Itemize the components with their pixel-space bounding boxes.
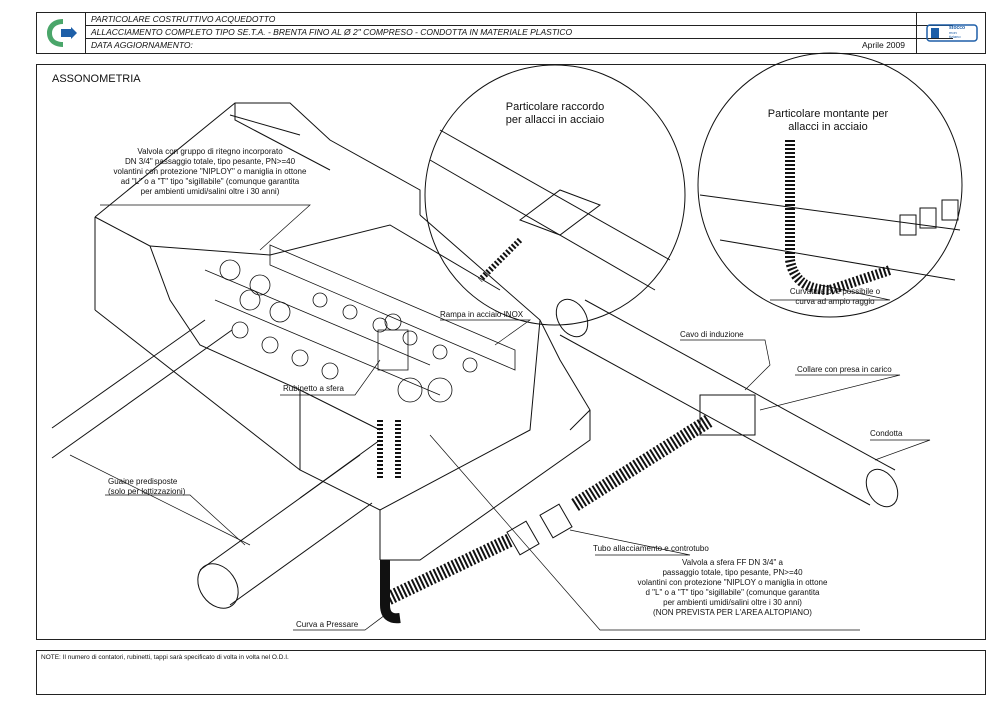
valvola-bottom-line-5: per ambienti umidi/salini oltre i 30 ann… [663, 598, 802, 607]
header-line-3: DATA AGGIORNAMENTO: Aprile 2009 [85, 39, 953, 53]
valvola-top-line-5: per ambienti umidi/salini oltre i 30 ann… [140, 187, 280, 196]
curvatura-note: Curvatura ove possibile o curva ad ampio… [770, 287, 900, 307]
notes-box: NOTE: Il numero di contatori, rubinetti,… [36, 650, 986, 695]
header-line-1: PARTICOLARE COSTRUTTIVO ACQUEDOTTO [85, 13, 953, 26]
notes-text: NOTE: Il numero di contatori, rubinetti,… [41, 654, 289, 661]
detail-circles [424, 52, 963, 326]
condotta-label: Condotta [870, 429, 903, 438]
main-pipe-left [51, 319, 381, 609]
brand-logo: stocco mon tiziano [916, 13, 985, 53]
company-logo [37, 13, 86, 53]
guaine-line-1: Guaine predisposte [108, 477, 178, 486]
rubinetto-label: Rubinetto a sfera [283, 384, 344, 393]
brand-text-2: mon [949, 30, 957, 35]
brand-text-3: tiziano [949, 34, 961, 39]
tubo-label: Tubo allacciamento e controtubo [593, 544, 709, 553]
raccordo-line-2: per allacci in acciaio [505, 114, 605, 126]
title-block: PARTICOLARE COSTRUTTIVO ACQUEDOTTO ALLAC… [36, 12, 986, 54]
raccordo-title: Particolare raccordo per allacci in acci… [480, 101, 630, 127]
curvatura-line-1: Curvatura ove possibile o [789, 287, 881, 296]
guaine-line-2: (solo per lottizzazioni) [108, 487, 186, 496]
leader-lines [69, 204, 931, 631]
manifold-assembly [204, 244, 516, 480]
rampa-label: Rampa in acciaio INOX [440, 310, 524, 319]
curvatura-line-2: curva ad ampio raggio [795, 297, 875, 306]
guaine-note: Guaine predisposte (solo per lottizzazio… [108, 477, 185, 497]
manhole-box [94, 102, 591, 561]
montante-title: Particolare montante per allacci in acci… [748, 108, 908, 134]
logo-icon [47, 19, 77, 47]
curva-label: Curva a Pressare [296, 620, 359, 629]
drawing-frame [36, 64, 986, 640]
montante-line-2: allacci in acciaio [788, 121, 868, 133]
valvola-top-line-4: ad "L" o a "T" tipo "sigillabile" (comun… [120, 177, 300, 186]
montante-line-1: Particolare montante per [767, 108, 889, 120]
valvola-bottom-note: Valvola a sfera FF DN 3/4" a passaggio t… [600, 558, 865, 618]
update-date: Aprile 2009 [861, 40, 905, 50]
valvola-bottom-line-3: volantini con protezione "NIPLOY o manig… [637, 578, 828, 587]
valvola-top-note: Valvola con gruppo di ritegno incorporat… [105, 147, 315, 197]
header-line-2: ALLACCIAMENTO COMPLETO TIPO SE.T.A. - BR… [85, 26, 953, 39]
drawing-title: ASSONOMETRIA [52, 73, 141, 85]
cavo-label: Cavo di induzione [680, 330, 744, 339]
valvola-bottom-line-4: d "L" o a "T" tipo "sigillabile" (comunq… [645, 588, 820, 597]
valvola-bottom-line-2: passaggio totale, tipo pesante, PN>=40 [662, 568, 803, 577]
condotta-pipe [555, 298, 899, 508]
brand-text-1: stocco [949, 25, 966, 31]
collare-label: Collare con presa in carico [797, 365, 892, 374]
valvola-top-line-3: volantini con protezione "NIPLOY" o mani… [113, 167, 307, 176]
raccordo-line-1: Particolare raccordo [505, 101, 605, 113]
valvola-top-line-2: DN 3/4" passaggio totale, tipo pesante, … [124, 157, 296, 166]
update-label: DATA AGGIORNAMENTO: [91, 40, 193, 50]
valvola-bottom-line-6: (NON PREVISTA PER L'AREA ALTOPIANO) [653, 608, 812, 617]
valvola-top-line-1: Valvola con gruppo di ritegno incorporat… [137, 147, 283, 156]
valvola-bottom-line-1: Valvola a sfera FF DN 3/4" a [682, 558, 783, 567]
